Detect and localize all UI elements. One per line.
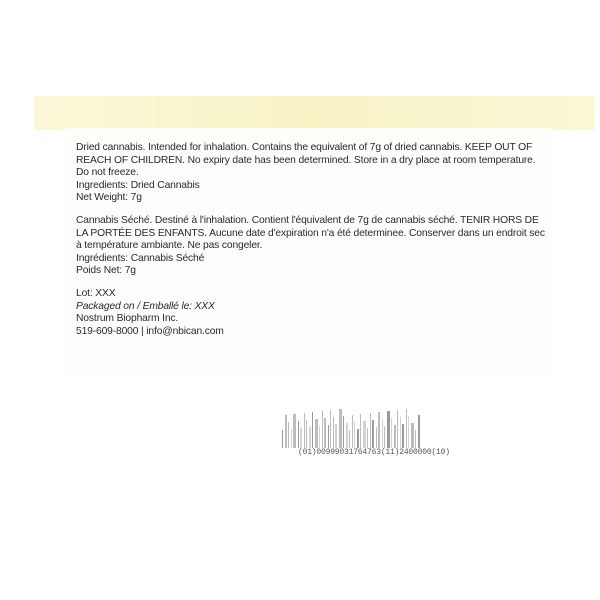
barcode-bar: [357, 429, 359, 448]
barcode-bar: [363, 421, 366, 448]
barcode-bar: [291, 429, 292, 448]
french-description: Cannabis Séché. Destiné à l'inhalation. …: [76, 214, 545, 252]
english-net-weight: Net Weight: 7g: [76, 192, 142, 204]
barcode-bar: [370, 413, 371, 448]
barcode-bar: [360, 414, 361, 448]
barcode-bar: [349, 430, 350, 448]
barcode-bar: [402, 424, 404, 448]
barcode-bar: [406, 409, 407, 448]
barcode-bar: [352, 415, 353, 448]
barcode-bar: [415, 430, 416, 448]
barcode-bar: [391, 418, 392, 448]
barcode-bar: [384, 426, 385, 448]
barcode-bar: [376, 427, 377, 448]
barcode-bar: [319, 426, 320, 448]
barcode-bar: [285, 415, 287, 448]
barcode-human-readable: (01)00999031764763(11)2400000(10): [298, 448, 450, 457]
barcode-bar: [339, 409, 342, 448]
company-name: Nostrum Biopharm Inc.: [76, 313, 179, 325]
barcode-bar: [328, 425, 329, 448]
barcode-bar: [282, 430, 283, 448]
barcode-bar: [382, 419, 383, 448]
barcode-bar: [309, 427, 311, 448]
barcode-bar: [378, 412, 380, 448]
barcode-bar: [397, 410, 398, 448]
barcode-bar: [322, 411, 323, 448]
label-text-block: Dried cannabis. Intended for inhalation.…: [76, 142, 546, 338]
english-description: Dried cannabis. Intended for inhalation.…: [76, 142, 536, 179]
barcode-bar: [367, 428, 368, 448]
product-label: [66, 128, 550, 374]
barcode-bar: [335, 424, 337, 448]
barcode-bar: [394, 425, 396, 448]
barcode-bar: [306, 420, 307, 448]
barcode-bar: [400, 417, 401, 448]
barcode-bar: [312, 412, 313, 448]
lot-number: Lot: XXX: [76, 287, 116, 299]
barcode: (01)00999031764763(11)2400000(10): [280, 404, 450, 460]
french-net-weight: Poids Net: 7g: [76, 265, 136, 277]
barcode-bar: [372, 420, 374, 448]
french-ingredients: Ingrédients: Cannabis Séché: [76, 252, 205, 264]
barcode-bar: [411, 423, 414, 448]
packaged-on-date: Packaged on / Emballé le: XXX: [76, 300, 215, 312]
barcode-bar: [346, 423, 348, 448]
barcode-bar: [288, 422, 289, 448]
company-contact: 519-609-8000 | info@nbican.com: [76, 325, 224, 337]
barcode-bars: [282, 409, 420, 448]
barcode-bar: [418, 415, 420, 448]
barcode-bar: [330, 410, 331, 448]
barcode-bar: [408, 416, 409, 448]
barcode-bar: [324, 418, 326, 448]
barcode-bar: [387, 411, 390, 448]
barcode-bar: [333, 417, 334, 448]
yellow-packaging-band: [34, 96, 594, 130]
barcode-bar: [343, 416, 344, 448]
barcode-bar: [304, 413, 305, 448]
barcode-bar: [293, 414, 296, 448]
barcode-bar: [298, 421, 299, 448]
barcode-bar: [354, 422, 355, 448]
english-ingredients: Ingredients: Dried Cannabis: [76, 179, 200, 191]
barcode-bar: [315, 419, 318, 448]
barcode-bar: [300, 428, 302, 448]
